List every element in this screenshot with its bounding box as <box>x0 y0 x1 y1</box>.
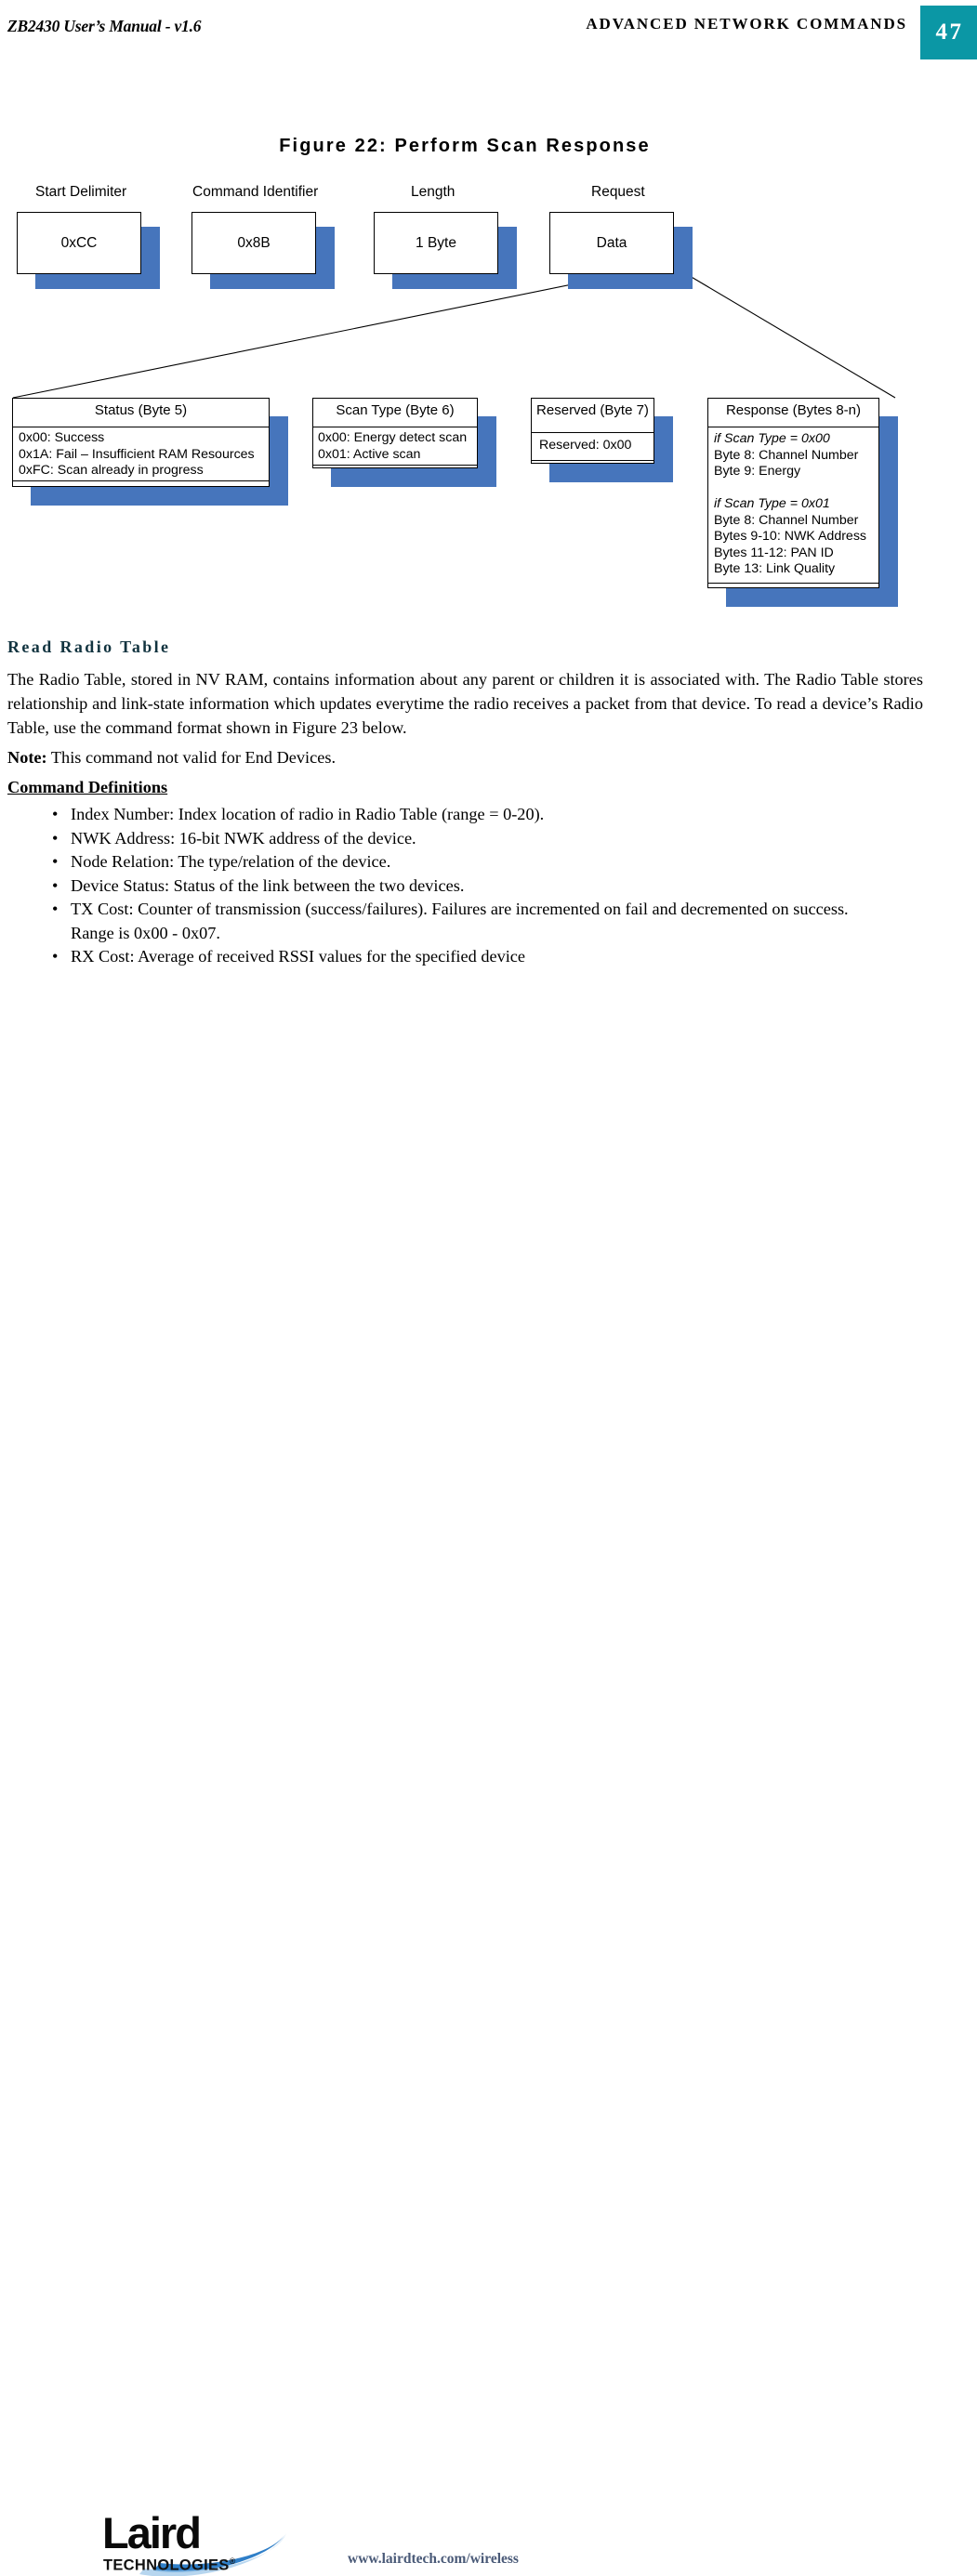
field-box-request <box>549 212 674 274</box>
list-item-text: Index Number: Index location of radio in… <box>71 805 545 823</box>
detail-line: 0x01: Active scan <box>318 446 421 462</box>
bullet-icon: • <box>52 947 59 966</box>
detail-line: Reserved: 0x00 <box>539 438 632 453</box>
detail-line: Byte 13: Link Quality <box>714 561 836 576</box>
figure-title: Figure 22: Perform Scan Response <box>279 136 651 156</box>
section-heading-read-radio-table: Read Radio Table <box>7 637 171 656</box>
field-value-length: 1 Byte <box>416 234 456 251</box>
laird-logo: Laird TECHNOLOGIES® <box>102 2502 288 2576</box>
footer-url[interactable]: www.lairdtech.com/wireless <box>348 2551 519 2567</box>
connector-lines <box>12 275 896 399</box>
detail-title-status: Status (Byte 5) <box>94 402 188 418</box>
command-definitions-heading: Command Definitions <box>7 775 923 799</box>
list-item: • TX Cost: Counter of transmission (succe… <box>7 898 923 922</box>
field-label-start-delimiter: Start Delimiter <box>35 184 127 200</box>
field-box-command-identifier <box>191 212 316 274</box>
detail-line: 0xFC: Scan already in progress <box>19 463 204 478</box>
section-title-header: ADVANCED NETWORK COMMANDS <box>586 15 907 33</box>
logo-subwordmark: TECHNOLOGIES® <box>103 2556 236 2574</box>
detail-title-scantype: Scan Type (Byte 6) <box>336 402 455 418</box>
detail-line: Byte 8: Channel Number <box>714 512 859 528</box>
page-header: ZB2430 User’s Manual - v1.6 ADVANCED NET… <box>0 0 977 63</box>
bullet-icon: • <box>52 900 59 918</box>
bullet-icon: • <box>52 852 59 871</box>
list-item: • RX Cost: Average of received RSSI value… <box>7 945 923 969</box>
detail-title-reserved: Reserved (Byte 7) <box>536 402 649 418</box>
logo-wordmark: Laird <box>102 2508 202 2557</box>
detail-inner-reserved <box>531 432 654 461</box>
field-value-command-identifier: 0x8B <box>237 234 271 251</box>
field-label-command-identifier: Command Identifier <box>192 184 319 200</box>
detail-line: 0x00: Success <box>19 430 105 445</box>
list-item-continuation: Range is 0x00 - 0x07. <box>71 923 220 942</box>
command-definitions-list: • Index Number: Index location of radio i… <box>7 803 923 969</box>
page-number-block: 47 <box>920 6 977 59</box>
field-box-length <box>374 212 498 274</box>
list-item-text: Node Relation: The type/relation of the … <box>71 852 391 871</box>
list-item-text: RX Cost: Average of received RSSI values… <box>71 947 526 966</box>
list-item: • Node Relation: The type/relation of the… <box>7 850 923 874</box>
detail-line: Bytes 9-10: NWK Address <box>714 529 867 544</box>
detail-line: Byte 9: Energy <box>714 464 801 479</box>
detail-title-response: Response (Bytes 8-n) <box>725 402 862 418</box>
detail-inner-scantype <box>312 427 478 466</box>
detail-line: 0x00: Energy detect scan <box>318 430 468 445</box>
detail-inner-response <box>707 427 879 584</box>
detail-inner-status <box>12 427 270 481</box>
detail-line: 0x1A: Fail – Insufficient RAM Resources <box>19 446 255 462</box>
bullet-icon: • <box>52 875 59 895</box>
bullet-icon: • <box>52 828 59 848</box>
list-item: • Index Number: Index location of radio i… <box>7 803 923 827</box>
list-item: • NWK Address: 16-bit NWK address of the … <box>7 827 923 851</box>
detail-line: Byte 8: Channel Number <box>714 447 859 463</box>
detail-lines-reserved: Reserved: 0x00 <box>539 438 631 454</box>
detail-line: if Scan Type = 0x00 <box>714 431 830 446</box>
intro-paragraph: The Radio Table, stored in NV RAM, conta… <box>7 670 923 737</box>
list-item-text: Device Status: Status of the link betwee… <box>71 875 465 895</box>
detail-line: if Scan Type = 0x01 <box>714 496 830 511</box>
detail-line: Bytes 11-12: PAN ID <box>714 545 834 560</box>
command-definitions-label: Command Definitions <box>7 778 168 796</box>
note-label: Note: <box>7 748 47 767</box>
field-label-request: Request <box>591 184 645 200</box>
field-value-start-delimiter: 0xCC <box>60 234 98 251</box>
note-paragraph: Note: This command not valid for End Dev… <box>7 745 923 769</box>
logo-registered-mark: ® <box>229 2556 236 2566</box>
manual-title: ZB2430 User’s Manual - v1.6 <box>7 17 202 35</box>
field-box-start-delimiter <box>17 212 141 274</box>
field-value-request: Data <box>596 234 627 251</box>
field-label-length: Length <box>411 184 455 200</box>
note-text: This command not valid for End Devices. <box>46 748 337 767</box>
page-footer: Laird TECHNOLOGIES® www.lairdtech.com/wi… <box>0 1245 977 2576</box>
list-item: • Device Status: Status of the link betwe… <box>7 874 923 899</box>
bullet-icon: • <box>52 805 59 823</box>
page-number: 47 <box>935 20 964 45</box>
detail-line <box>714 480 866 497</box>
figure-diagram: Start Delimiter 0xCC Command Identifier … <box>12 184 898 607</box>
list-item-text: NWK Address: 16-bit NWK address of the d… <box>71 828 416 848</box>
list-item-text: TX Cost: Counter of transmission (succes… <box>71 900 849 918</box>
